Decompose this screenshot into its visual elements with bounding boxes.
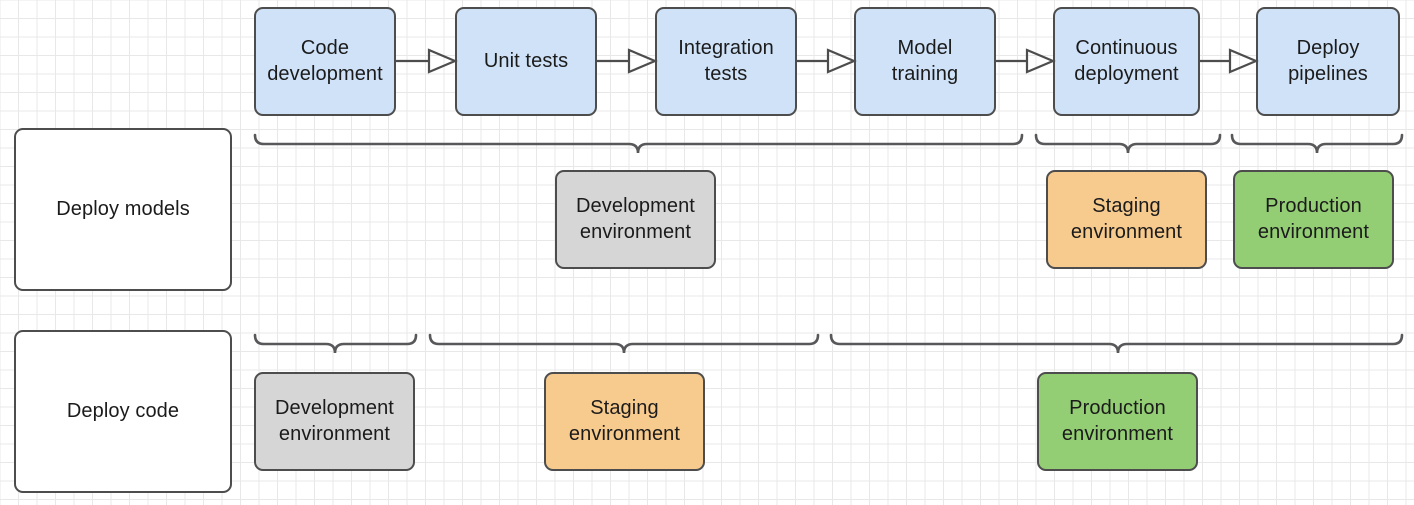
brace-models-development	[253, 133, 1024, 154]
env-code-production-environment[interactable]: Production environment	[1037, 372, 1198, 471]
row-label-deploy-models[interactable]: Deploy models	[14, 128, 232, 291]
arrow-training-to-cd	[996, 48, 1056, 74]
env-models-development-environment-label: Development environment	[576, 195, 695, 243]
arrow-code-to-unit	[396, 48, 458, 74]
env-models-staging-environment[interactable]: Staging environment	[1046, 170, 1207, 269]
env-code-development-environment[interactable]: Development environment	[254, 372, 415, 471]
arrow-cd-to-pipelines	[1200, 48, 1259, 74]
env-models-development-environment[interactable]: Development environment	[555, 170, 716, 269]
arrow-unit-to-integration	[597, 48, 658, 74]
stage-model-training[interactable]: Model training	[854, 7, 996, 116]
stage-code-development[interactable]: Code development	[254, 7, 396, 116]
row-label-deploy-code[interactable]: Deploy code	[14, 330, 232, 493]
brace-models-production	[1230, 133, 1404, 154]
env-code-staging-environment-label: Staging environment	[568, 397, 681, 445]
brace-models-staging	[1034, 133, 1222, 154]
env-code-staging-environment[interactable]: Staging environment	[544, 372, 705, 471]
env-models-production-environment-label: Production environment	[1257, 195, 1370, 243]
stage-code-development-label: Code development	[267, 37, 383, 85]
env-models-staging-environment-label: Staging environment	[1070, 195, 1183, 243]
stage-deploy-pipelines[interactable]: Deploy pipelines	[1256, 7, 1400, 116]
brace-code-production	[829, 333, 1404, 354]
arrow-integration-to-training	[797, 48, 857, 74]
brace-code-staging	[428, 333, 820, 354]
stage-integration-tests-label: Integration tests	[678, 37, 774, 85]
row-label-deploy-models-label: Deploy models	[56, 197, 190, 220]
brace-code-development	[253, 333, 418, 354]
env-code-development-environment-label: Development environment	[275, 397, 394, 445]
env-code-production-environment-label: Production environment	[1061, 397, 1174, 445]
stage-continuous-deployment-label: Continuous deployment	[1074, 37, 1179, 85]
stage-deploy-pipelines-label: Deploy pipelines	[1288, 37, 1368, 85]
env-models-production-environment[interactable]: Production environment	[1233, 170, 1394, 269]
stage-integration-tests[interactable]: Integration tests	[655, 7, 797, 116]
stage-unit-tests-label: Unit tests	[483, 49, 569, 72]
stage-continuous-deployment[interactable]: Continuous deployment	[1053, 7, 1200, 116]
stage-unit-tests[interactable]: Unit tests	[455, 7, 597, 116]
row-label-deploy-code-label: Deploy code	[66, 399, 180, 422]
stage-model-training-label: Model training	[891, 37, 959, 85]
